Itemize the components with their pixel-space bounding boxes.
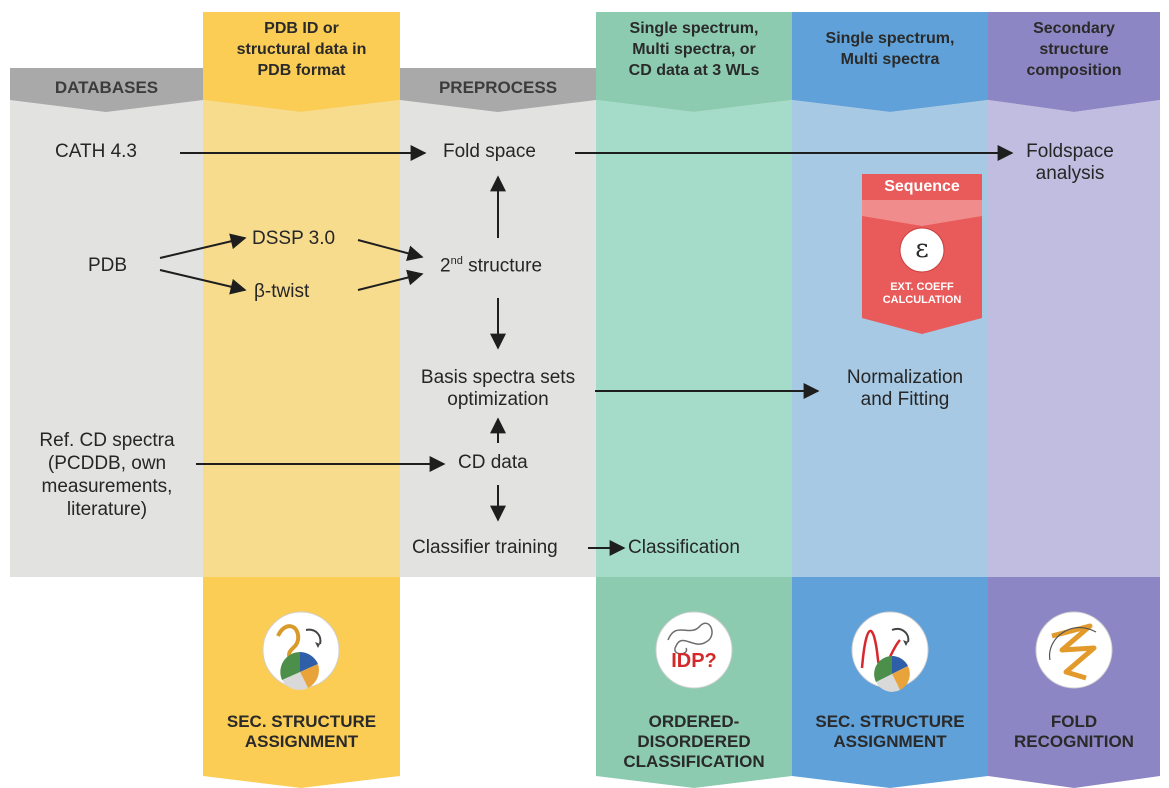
node-second-sup: nd (450, 255, 463, 267)
node-fold-space: Fold space (443, 141, 536, 162)
node-dssp: DSSP 3.0 (252, 228, 336, 249)
header-single-multi: Single spectrum, Multi spectra (792, 28, 988, 70)
node-classifier-training: Classifier training (412, 537, 558, 558)
node-norm-line2: and Fitting (860, 389, 950, 410)
footer-sec2-line1: SEC. STRUCTURE (815, 712, 965, 731)
sequence-box-band (862, 200, 982, 226)
idp-label: IDP? (671, 650, 717, 672)
header-sc-line2: structure (1039, 41, 1109, 58)
node-ref-cd: Ref. CD spectra (PCDDB, own measurements… (22, 429, 192, 521)
header-pdb-input-line1: PDB ID or (264, 20, 339, 37)
sec-structure-assignment-icon-1 (262, 611, 340, 690)
node-ref-line1: Ref. CD spectra (39, 430, 175, 451)
header-preprocess: PREPROCESS (438, 78, 558, 97)
idp-disordered-icon (655, 611, 733, 689)
footer-sec-structure-2: SEC. STRUCTURE ASSIGNMENT (792, 712, 988, 752)
footer-ordered-disordered: ORDERED- DISORDERED CLASSIFICATION (596, 712, 792, 772)
arrow-dssp-to-2nd (357, 239, 424, 262)
node-ref-line4: literature) (66, 499, 148, 520)
header-pdb-input-line3: PDB format (257, 62, 346, 79)
footer-od-line3: CLASSIFICATION (623, 752, 765, 771)
ext-coeff-caption: EXT. COEFF CALCULATION (862, 281, 982, 307)
header-sm-line1: Single spectrum, (825, 30, 955, 47)
arrow-beta-to-2nd (357, 269, 424, 291)
node-foldspace-line1: Foldspace (1026, 141, 1114, 162)
green-column-head (596, 12, 792, 112)
node-cd-data: CD data (458, 452, 528, 473)
node-foldspace-analysis: Foldspace analysis (1010, 141, 1130, 185)
node-basis-spectra: Basis spectra sets optimization (400, 367, 596, 411)
footer-fold-recognition: FOLD RECOGNITION (988, 712, 1160, 752)
node-foldspace-line2: analysis (1035, 163, 1105, 184)
node-pdb: PDB (88, 255, 128, 276)
node-second-base: 2 (440, 255, 451, 277)
blue-column-body (792, 100, 988, 577)
header-sm-line2: Multi spectra (840, 51, 940, 68)
node-normalization: Normalization and Fitting (830, 367, 980, 411)
epsilon-symbol: ε (915, 234, 929, 264)
header-single-multi-3wl: Single spectrum, Multi spectra, or CD da… (596, 18, 792, 81)
node-beta-twist: β-twist (254, 281, 310, 302)
node-basis-line1: Basis spectra sets (420, 367, 576, 388)
footer-od-line1: ORDERED- (648, 712, 740, 731)
node-second-word: structure (462, 255, 543, 277)
node-basis-line2: optimization (447, 389, 549, 410)
fold-recognition-icon (1035, 611, 1113, 689)
footer-fold-line1: FOLD (1050, 712, 1098, 731)
node-second-structure: 2nd structure (440, 255, 542, 277)
ext-coeff-line2: CALCULATION (882, 294, 962, 306)
purple-column-body (988, 100, 1160, 577)
yellow-column-body (203, 100, 400, 577)
footer-sec1-line1: SEC. STRUCTURE (226, 712, 377, 731)
header-pdb-input: PDB ID or structural data in PDB format (203, 18, 400, 81)
header-secondary-composition: Secondary structure composition (988, 18, 1160, 81)
footer-sec1-line2: ASSIGNMENT (244, 732, 359, 751)
header-sc-line1: Secondary (1033, 20, 1115, 37)
node-ref-line3: measurements, (41, 476, 173, 497)
node-cath: CATH 4.3 (55, 141, 138, 162)
blue-column-head (792, 12, 988, 112)
node-ref-line2: (PCDDB, own (47, 453, 167, 474)
arrow-pdb-to-beta (159, 269, 247, 295)
yellow-column-head (203, 12, 400, 112)
header-smw-line2: Multi spectra, or (632, 41, 756, 58)
preprocess-header-tab (400, 68, 596, 112)
footer-sec-structure-1: SEC. STRUCTURE ASSIGNMENT (203, 712, 400, 752)
epsilon-circle (899, 227, 945, 273)
footer-fold-line2: RECOGNITION (1014, 732, 1134, 751)
databases-header-tab (10, 68, 203, 112)
footer-sec2-line2: ASSIGNMENT (833, 732, 947, 751)
purple-column-head (988, 12, 1160, 112)
sequence-title: Sequence (884, 178, 960, 195)
node-classification: Classification (628, 537, 740, 558)
ext-coeff-line1: EXT. COEFF (890, 281, 954, 293)
green-column-body (596, 100, 792, 577)
header-pdb-input-line2: structural data in (236, 41, 367, 58)
header-databases: DATABASES (54, 78, 159, 97)
node-norm-line1: Normalization (846, 367, 964, 388)
header-smw-line3: CD data at 3 WLs (628, 62, 760, 79)
footer-od-line2: DISORDERED (637, 732, 751, 751)
header-sc-line3: composition (1026, 62, 1122, 79)
sec-structure-assignment-icon-2 (851, 611, 929, 692)
arrow-pdb-to-dssp (159, 233, 247, 259)
header-smw-line1: Single spectrum, (629, 20, 759, 37)
arrows (159, 145, 1014, 556)
